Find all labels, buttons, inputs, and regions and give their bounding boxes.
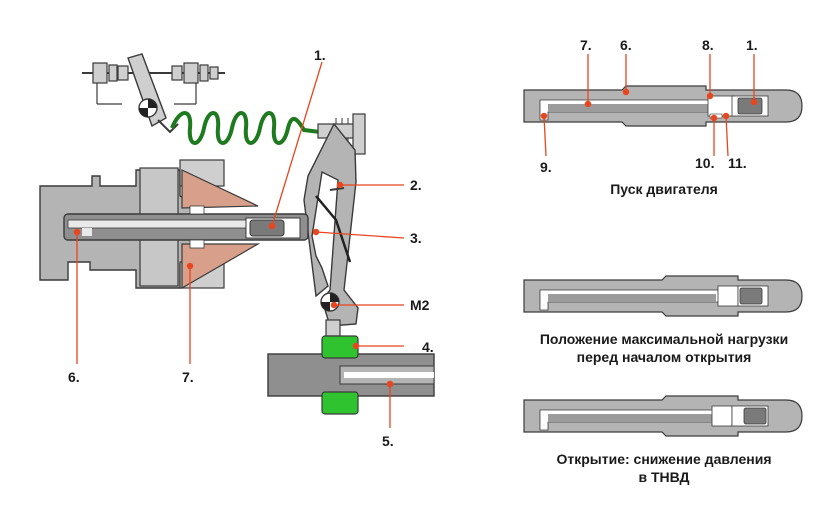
pivot-lever <box>127 53 179 134</box>
valve-diagram-max-load: Положение максимальной нагрузки перед на… <box>523 275 803 365</box>
label-2: 2. <box>410 177 422 193</box>
valve-diagram-opening: Открытие: снижение давления в ТНВД <box>523 395 803 485</box>
caption-opening-2: в ТНВД <box>638 469 689 485</box>
label-r10: 10. <box>695 155 714 171</box>
flyweight-top <box>181 169 259 209</box>
label-1: 1. <box>314 47 326 63</box>
label-7: 7. <box>182 369 194 385</box>
flyweight-bottom <box>181 243 261 290</box>
label-r8: 8. <box>702 37 714 53</box>
adjustment-block <box>267 335 435 415</box>
lever-leaf-spring <box>315 195 352 263</box>
m2-pivot <box>320 292 340 312</box>
governor-sleeve <box>63 205 309 249</box>
caption-max-load-1: Положение максимальной нагрузки <box>540 331 788 347</box>
control-lever <box>303 122 359 327</box>
label-m2: M2 <box>410 297 430 313</box>
label-5: 5. <box>382 433 394 449</box>
label-r1: 1. <box>746 37 758 53</box>
governor-spring <box>170 111 321 145</box>
spring-anchor <box>317 113 366 155</box>
valve-diagram-start: 7. 6. 8. 1. 9. 10. 11. Пуск двигателя <box>523 37 803 197</box>
label-r11: 11. <box>728 155 747 171</box>
governor-assembly-diagram: 1. 2. 3. M2 4. 5. 6. 7. <box>39 47 435 449</box>
caption-opening-1: Открытие: снижение давления <box>557 451 772 467</box>
label-6: 6. <box>68 369 80 385</box>
label-3: 3. <box>410 230 422 246</box>
label-4: 4. <box>422 339 434 355</box>
label-r7: 7. <box>580 37 592 53</box>
label-r9: 9. <box>540 159 552 175</box>
linkage-top <box>82 62 225 105</box>
label-r6: 6. <box>620 37 632 53</box>
caption-start: Пуск двигателя <box>610 181 718 197</box>
ball-link <box>325 319 341 337</box>
leader-lines <box>73 61 405 428</box>
caption-max-load-2: перед началом открытия <box>577 349 752 365</box>
